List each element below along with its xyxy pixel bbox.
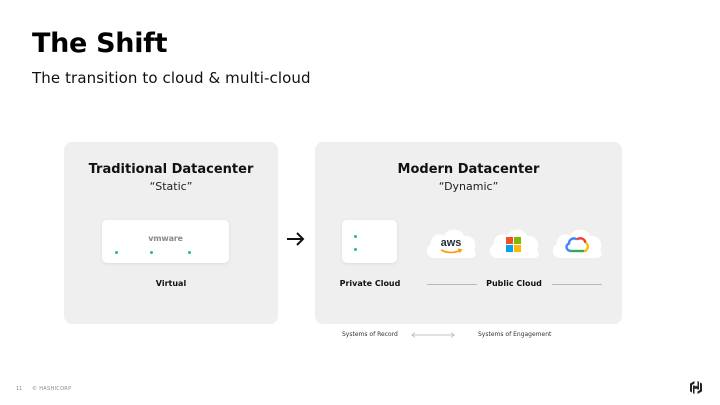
google-cloud-logo-icon (552, 229, 602, 258)
status-dot (354, 235, 357, 238)
page-number: 11 (16, 386, 23, 392)
double-arrow-icon (411, 332, 455, 338)
slide-subtitle: The transition to cloud & multi-cloud (32, 69, 311, 87)
public-cloud-label: Public Cloud (486, 279, 542, 288)
arrow-right-icon (287, 232, 305, 246)
status-dot (354, 248, 357, 251)
status-dot (115, 251, 118, 254)
traditional-datacenter-subtitle: “Static” (149, 180, 193, 193)
modern-datacenter-panel: Modern Datacenter “Dynamic” aws (315, 142, 622, 324)
vmware-logo: vmware (148, 234, 183, 243)
status-dot (188, 251, 191, 254)
status-dot (150, 251, 153, 254)
private-cloud-card (342, 220, 397, 263)
microsoft-cloud (486, 224, 542, 262)
private-cloud-label: Private Cloud (339, 279, 401, 288)
aws-cloud: aws (423, 224, 479, 262)
systems-of-engagement-label: Systems of Engagement (478, 331, 552, 338)
copyright-text: © HASHICORP (32, 386, 72, 392)
hashicorp-logo-icon (690, 381, 702, 394)
systems-of-record-label: Systems of Record (342, 331, 398, 338)
vmware-card: vmware (102, 220, 229, 263)
google-cloud-cloud (549, 224, 605, 262)
svg-text:aws: aws (441, 237, 462, 249)
divider-line (427, 284, 477, 285)
traditional-datacenter-panel: Traditional Datacenter “Static” vmware V… (64, 142, 278, 324)
slide-title: The Shift (32, 28, 168, 59)
traditional-datacenter-title: Traditional Datacenter (88, 162, 254, 177)
aws-logo-icon: aws (426, 229, 476, 258)
virtual-label: Virtual (155, 279, 187, 288)
modern-datacenter-title: Modern Datacenter (397, 162, 540, 177)
microsoft-logo-icon (489, 229, 539, 258)
modern-datacenter-subtitle: “Dynamic” (438, 180, 499, 193)
divider-line (552, 284, 602, 285)
